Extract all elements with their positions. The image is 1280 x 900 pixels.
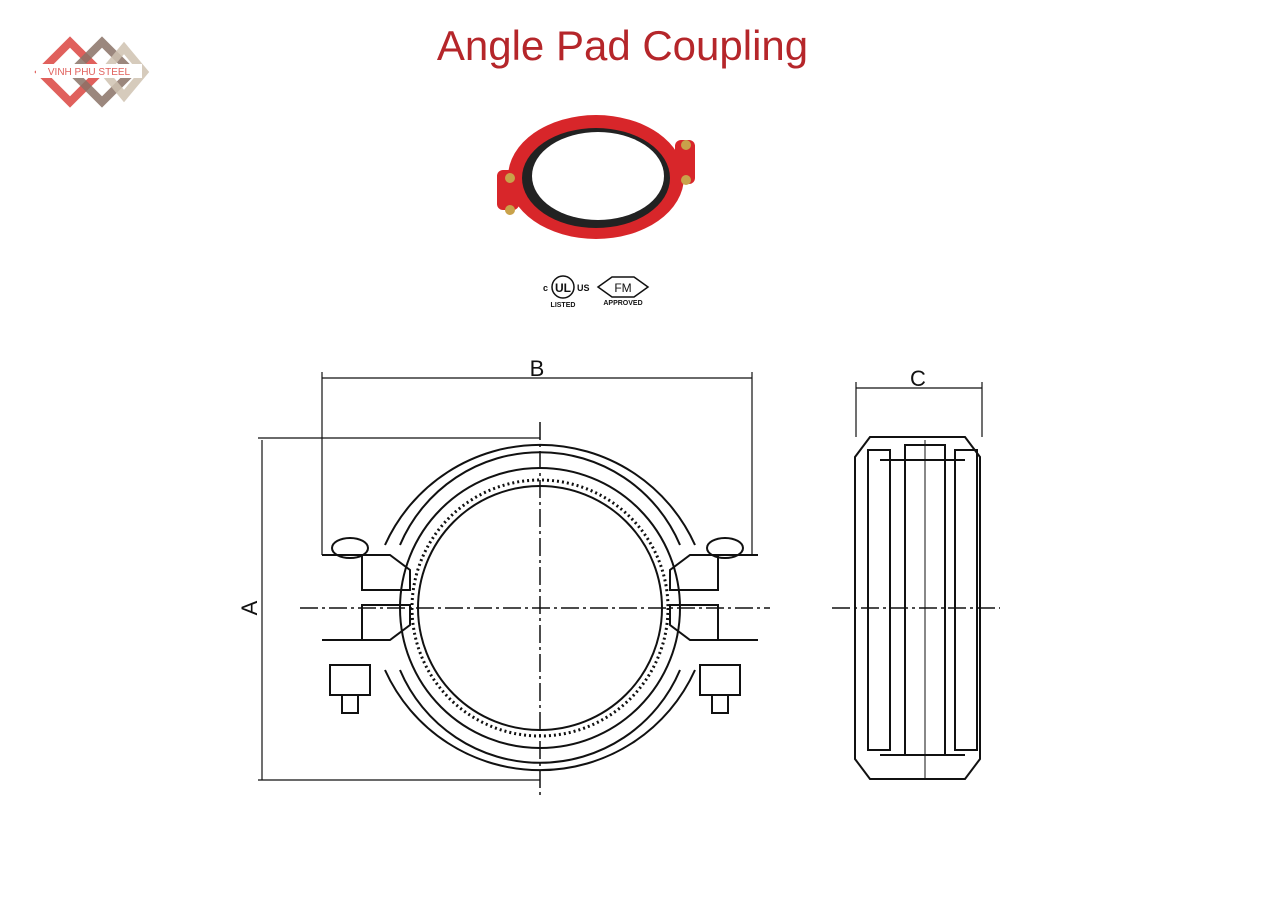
vinh-phu-steel-logo: VINH PHU STEEL [34,36,150,108]
svg-text:APPROVED: APPROVED [603,300,642,307]
dimension-lines [258,372,983,781]
fm-approved-mark: FM APPROVED [596,276,650,307]
side-view [832,436,1000,780]
front-view [300,422,770,795]
dimension-a-label: A [237,600,262,615]
svg-text:US: US [577,283,590,293]
page-title: Angle Pad Coupling [436,22,809,69]
dimension-b-label: B [530,356,545,381]
svg-text:FM: FM [614,281,631,295]
logo-text: VINH PHU STEEL [48,67,131,78]
svg-text:LISTED: LISTED [551,302,576,309]
dimension-c-label: C [910,366,926,391]
ul-listed-mark: c UL US LISTED [543,275,590,309]
svg-text:c: c [543,283,548,293]
coupling-photo [497,115,695,239]
svg-text:UL: UL [555,281,571,295]
